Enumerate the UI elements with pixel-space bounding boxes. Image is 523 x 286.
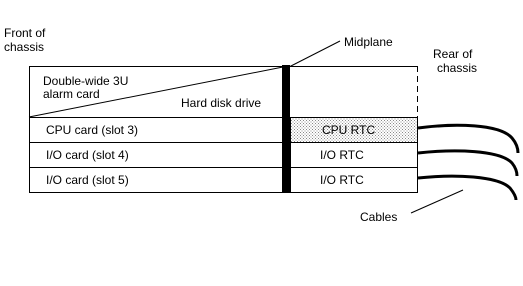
cable <box>417 149 519 177</box>
midplane-label: Midplane <box>344 35 393 49</box>
io-rtc-label: I/O RTC <box>320 173 364 187</box>
io-rtc-slot <box>290 167 418 193</box>
cables-leader-line <box>410 189 464 214</box>
alarm-disk-split-line <box>28 66 284 118</box>
front-of-chassis-label: Front of <box>4 26 46 40</box>
io-rtc-label: I/O RTC <box>320 148 364 162</box>
midplane-bar <box>282 65 290 193</box>
front-of-chassis-label: chassis <box>4 40 44 54</box>
cables-label: Cables <box>360 210 397 224</box>
midplane-leader-line <box>288 40 341 68</box>
cpu-card-slot-3-label: CPU card (slot 3) <box>46 123 138 137</box>
alarm-card-label: Double-wide 3U <box>43 74 128 88</box>
cable <box>417 123 520 154</box>
hard-disk-drive-label: Hard disk drive <box>181 96 261 110</box>
rear-of-chassis-label: Rear of <box>433 47 473 61</box>
alarm-card-label: alarm card <box>43 87 100 101</box>
io-card-slot-5-label: I/O card (slot 5) <box>46 173 129 187</box>
rear-of-chassis-label: chassis <box>437 61 477 75</box>
cpu-rtc-label: CPU RTC <box>322 123 375 137</box>
io-card-slot-4-label: I/O card (slot 4) <box>46 148 129 162</box>
cable <box>417 174 518 201</box>
